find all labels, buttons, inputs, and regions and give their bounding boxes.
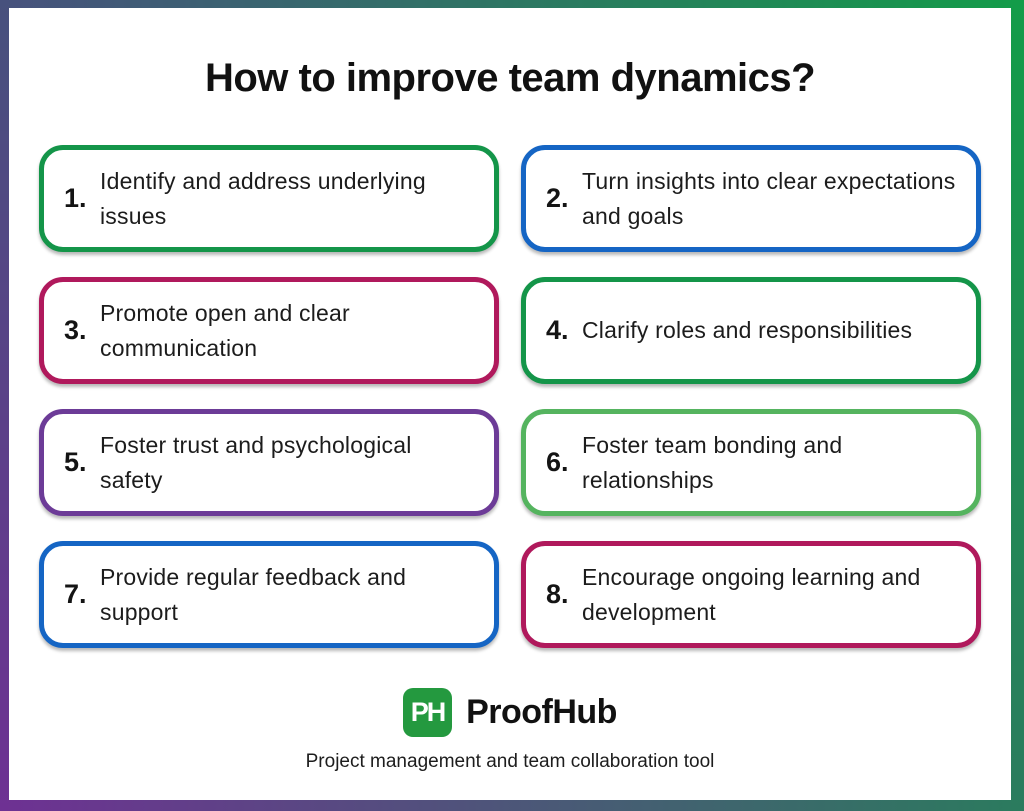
step-number: 5. (64, 447, 87, 477)
proofhub-logo-icon: PH (403, 688, 453, 737)
step-card: 4. Clarify roles and responsibilities (521, 277, 981, 384)
page-title: How to improve team dynamics? (204, 56, 816, 100)
step-number: 8. (546, 579, 569, 609)
infographic: How to improve team dynamics? 1. Identif… (9, 8, 1011, 800)
step-card: 8. Encourage ongoing learning and develo… (521, 541, 981, 648)
step-card: 3. Promote open and clear communication (39, 277, 499, 384)
step-card: 1. Identify and address underlying issue… (39, 145, 499, 252)
brand-name: ProofHub (466, 693, 617, 731)
step-number: 3. (64, 315, 87, 345)
step-text: Turn insights into clear expectations an… (582, 168, 956, 229)
step-number: 4. (546, 315, 569, 345)
step-number: 2. (546, 183, 569, 213)
frame-edge-top (0, 0, 1024, 8)
step-number: 7. (64, 579, 87, 609)
step-text: Identify and address underlying issues (100, 168, 426, 229)
step-number: 6. (546, 447, 569, 477)
step-card: 5. Foster trust and psychological safety (39, 409, 499, 516)
step-card: 2. Turn insights into clear expectations… (521, 145, 981, 252)
steps-grid: 1. Identify and address underlying issue… (9, 145, 1011, 648)
brand-row: PH ProofHub (9, 688, 1011, 737)
brand-tagline: Project management and team collaboratio… (305, 751, 715, 772)
step-text: Foster team bonding and relationships (582, 432, 843, 493)
step-text: Promote open and clear communication (100, 300, 350, 361)
step-text: Clarify roles and responsibilities (582, 317, 913, 344)
step-card: 7. Provide regular feedback and support (39, 541, 499, 648)
step-number: 1. (64, 183, 87, 213)
frame-edge-left (0, 0, 9, 811)
step-text: Foster trust and psychological safety (100, 432, 412, 493)
frame-edge-bottom (0, 800, 1024, 811)
step-card: 6. Foster team bonding and relationships (521, 409, 981, 516)
frame-edge-right (1011, 0, 1024, 811)
step-text: Encourage ongoing learning and developme… (582, 564, 921, 625)
step-text: Provide regular feedback and support (100, 564, 407, 625)
